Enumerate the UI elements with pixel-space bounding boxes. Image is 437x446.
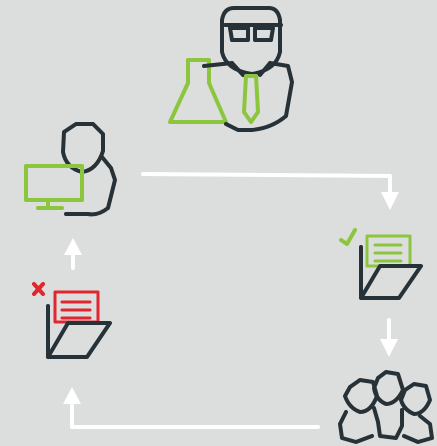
checkmark-icon bbox=[339, 228, 357, 246]
person-center-outline bbox=[372, 370, 405, 440]
monitor-icon bbox=[24, 164, 84, 210]
folder-icon bbox=[359, 245, 423, 300]
scientist-with-flask-icon bbox=[168, 6, 294, 132]
arrow-computer-to-approved bbox=[141, 172, 392, 196]
person-left-outline bbox=[338, 378, 379, 444]
arrowheads bbox=[63, 192, 399, 404]
flask-icon bbox=[168, 58, 228, 124]
person-at-computer-icon bbox=[24, 122, 117, 217]
body-outline bbox=[202, 61, 294, 132]
body-outline bbox=[64, 155, 117, 217]
arrowhead-up-left-bottom bbox=[63, 387, 81, 404]
reject-x-icon bbox=[32, 282, 45, 296]
arrow-group-to-rejected bbox=[70, 399, 320, 429]
glasses-icon bbox=[223, 23, 283, 42]
arrowhead-down-right-top bbox=[381, 192, 399, 210]
arrowhead-down-right-bottom bbox=[380, 339, 398, 357]
person-right-outline bbox=[399, 382, 434, 444]
document-page bbox=[365, 234, 412, 268]
folder-icon bbox=[46, 304, 112, 359]
tie-icon bbox=[242, 74, 260, 124]
approved-document-folder-icon bbox=[339, 228, 423, 300]
flow-arrows bbox=[70, 172, 392, 429]
arrowhead-up-left-top bbox=[64, 238, 82, 255]
rejected-document-folder-icon bbox=[32, 282, 112, 359]
people-group-icon bbox=[338, 370, 434, 444]
collar-outline bbox=[230, 61, 272, 77]
document-page bbox=[53, 290, 100, 324]
